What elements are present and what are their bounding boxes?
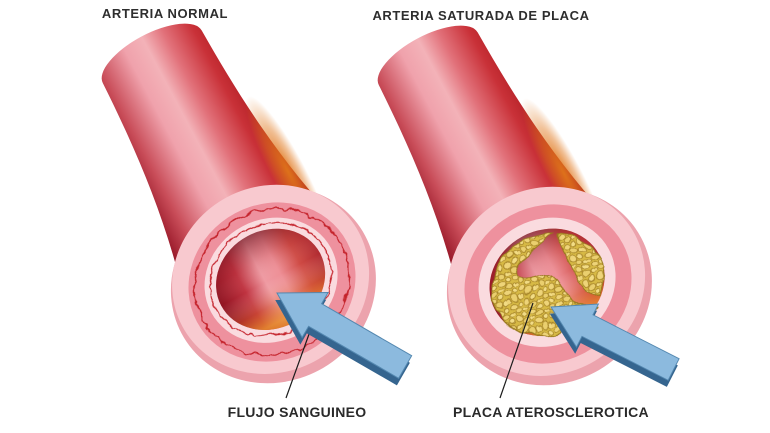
arrow-face	[550, 303, 680, 381]
blood-flow-arrow-right	[549, 303, 680, 387]
right-artery-title: ARTERIA SATURADA DE PLACA	[372, 8, 589, 23]
plaque-caption: PLACA ATEROSCLEROTICA	[453, 404, 649, 420]
left-artery-title: ARTERIA NORMAL	[102, 6, 228, 21]
arrow-face	[276, 291, 413, 379]
leader-line-plaque	[499, 302, 534, 399]
plaque-mass-right	[557, 231, 605, 296]
endothelium-wavy-line-outer	[193, 207, 351, 357]
blood-flow-caption: FLUJO SANGUINEO	[228, 404, 367, 420]
blood-flow-arrow-left	[275, 291, 413, 386]
